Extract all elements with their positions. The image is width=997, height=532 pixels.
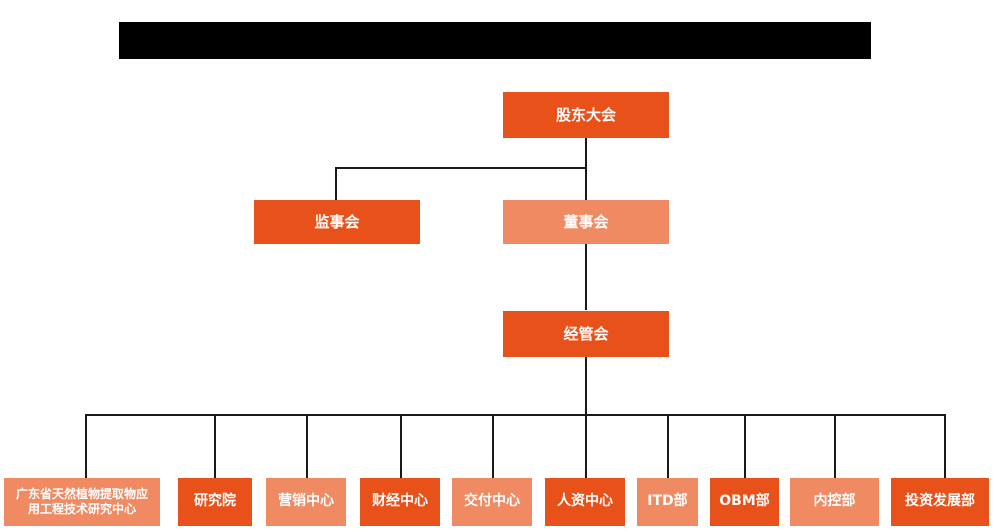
node-hr-center[interactable]: 人资中心 <box>545 478 625 526</box>
connector-to-supervisors <box>335 167 337 200</box>
node-research-institute[interactable]: 研究院 <box>178 478 252 526</box>
connector-directors-to-management <box>585 243 587 310</box>
connector-drop-guangdong-research-center <box>85 414 87 478</box>
node-label-research-institute: 研究院 <box>194 493 236 510</box>
node-label-itd-department: ITD部 <box>647 493 688 510</box>
connector-drop-delivery-center <box>492 414 494 478</box>
node-obm-department[interactable]: OBM部 <box>710 478 779 526</box>
connector-drop-finance-center <box>400 414 402 478</box>
node-label-obm-department: OBM部 <box>719 493 770 510</box>
node-label-delivery-center: 交付中心 <box>464 493 520 510</box>
node-label-marketing-center: 营销中心 <box>278 493 334 510</box>
node-label-investment-development-department: 投资发展部 <box>905 493 975 510</box>
node-itd-department[interactable]: ITD部 <box>637 478 698 526</box>
connector-to-directors <box>585 167 587 200</box>
node-label-finance-center: 财经中心 <box>372 493 428 510</box>
node-delivery-center[interactable]: 交付中心 <box>452 478 532 526</box>
connector-drop-obm-department <box>744 414 746 478</box>
connector-drop-research-institute <box>214 414 216 478</box>
node-label-board-of-supervisors: 监事会 <box>314 212 360 231</box>
node-guangdong-research-center[interactable]: 广东省天然植物提取物应 用工程技术研究中心 <box>4 478 160 526</box>
connector-shareholders-down <box>585 138 587 168</box>
node-label-hr-center: 人资中心 <box>557 493 613 510</box>
node-label-internal-control-department: 内控部 <box>813 493 856 510</box>
connector-drop-investment-development-department <box>944 414 946 478</box>
node-label-board-of-directors: 董事会 <box>563 212 609 231</box>
node-shareholders-meeting[interactable]: 股东大会 <box>503 92 669 138</box>
node-marketing-center[interactable]: 营销中心 <box>266 478 346 526</box>
connector-departments-bus <box>86 414 946 416</box>
redacted-title-bar <box>119 22 871 59</box>
node-investment-development-department[interactable]: 投资发展部 <box>891 478 989 526</box>
node-board-of-supervisors[interactable]: 监事会 <box>254 200 420 244</box>
node-label-guangdong-research-center: 广东省天然植物提取物应 用工程技术研究中心 <box>15 487 148 516</box>
node-finance-center[interactable]: 财经中心 <box>360 478 440 526</box>
node-internal-control-department[interactable]: 内控部 <box>790 478 879 526</box>
node-label-management-committee: 经管会 <box>563 324 609 343</box>
node-label-shareholders-meeting: 股东大会 <box>555 105 616 124</box>
node-management-committee[interactable]: 经管会 <box>503 311 669 357</box>
connector-drop-internal-control-department <box>834 414 836 478</box>
connector-level2-bus <box>336 167 586 169</box>
connector-drop-itd-department <box>667 414 669 478</box>
connector-management-down <box>585 357 587 415</box>
node-board-of-directors[interactable]: 董事会 <box>503 200 669 244</box>
connector-drop-marketing-center <box>306 414 308 478</box>
connector-drop-hr-center <box>585 414 587 478</box>
